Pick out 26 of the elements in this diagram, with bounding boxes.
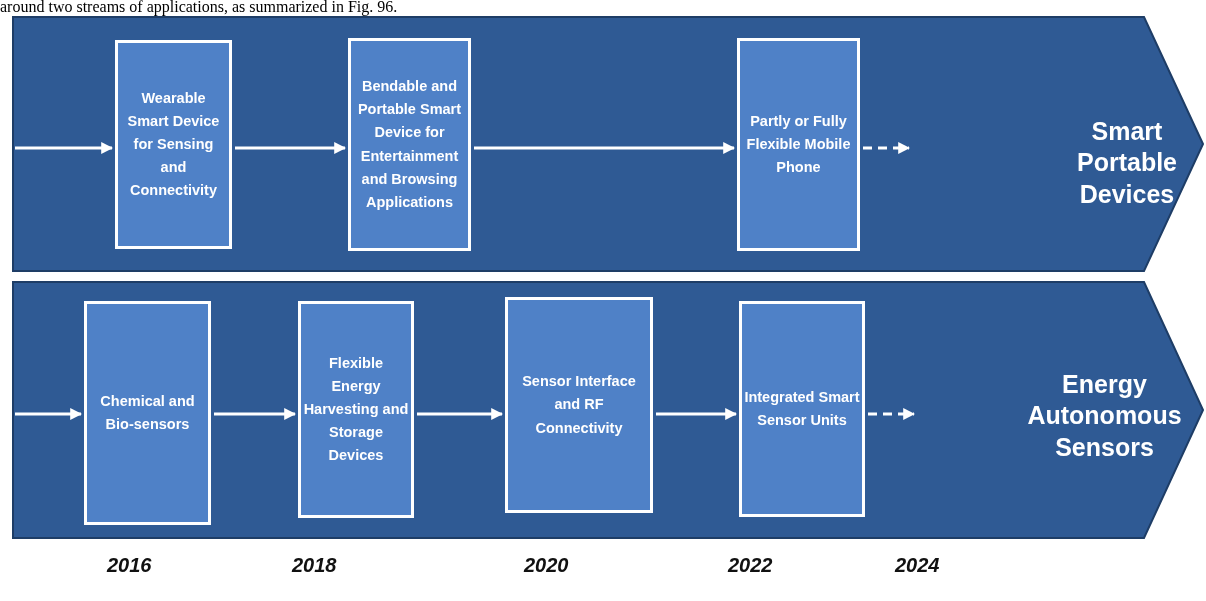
year-label: 2022 xyxy=(728,554,773,577)
arrow xyxy=(15,408,83,420)
timeline-arrow-band xyxy=(12,281,1204,539)
milestone-box: Sensor Interface and RF Connectivity xyxy=(505,297,653,513)
caption-sentence: around two streams of applications, as summarized in Fig. 96. xyxy=(0,0,398,16)
milestone-box: Partly or Fully Flexible Mobile Phone xyxy=(737,38,860,251)
arrow xyxy=(214,408,297,420)
arrow xyxy=(656,408,738,420)
arrow xyxy=(15,142,114,154)
year-label: 2020 xyxy=(524,554,569,577)
year-label: 2024 xyxy=(895,554,940,577)
milestone-box: Flexible Energy Harvesting and Storage Devices xyxy=(298,301,414,518)
milestone-box: Bendable and Portable Smart Device for Entertainment and Browsing Applications xyxy=(348,38,471,251)
arrow xyxy=(417,408,504,420)
timeline-arrow-band xyxy=(12,16,1204,272)
arrow xyxy=(863,142,911,154)
year-label: 2018 xyxy=(292,554,337,577)
milestone-box: Integrated Smart Sensor Units xyxy=(739,301,865,517)
year-label: 2016 xyxy=(107,554,152,577)
arrow xyxy=(474,142,736,154)
milestone-box: Wearable Smart Device for Sensing and Connectivity xyxy=(115,40,232,249)
milestone-box: Chemical and Bio-sensors xyxy=(84,301,211,525)
arrow xyxy=(235,142,347,154)
arrow xyxy=(868,408,916,420)
stream-title: Energy Autonomous Sensors xyxy=(1026,369,1183,463)
stream-title: Smart Portable Devices xyxy=(1076,116,1178,210)
